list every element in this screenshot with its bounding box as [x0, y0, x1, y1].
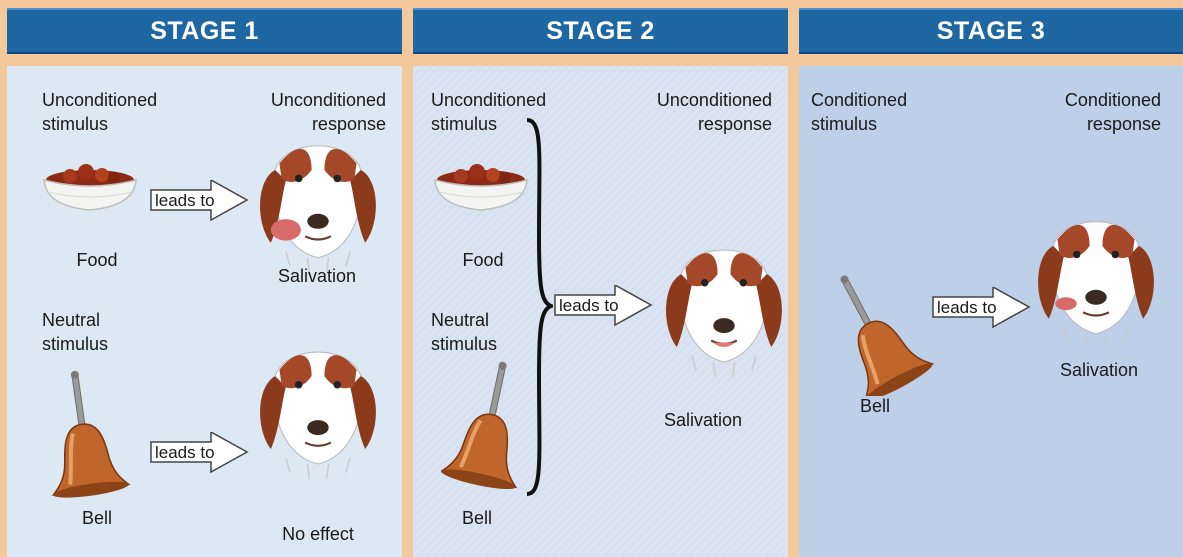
brace-icon [523, 116, 553, 500]
leads-to-arrow-icon: leads to [149, 432, 251, 476]
bell-icon [441, 350, 531, 490]
stage-2-neutral-stimulus-label: Neutral stimulus [431, 308, 497, 356]
leads-to-arrow-icon: leads to [931, 287, 1033, 331]
stage-1-arrow-top-label: leads to [155, 191, 215, 210]
stage-3-conditioned-stimulus-label: Conditioned stimulus [811, 88, 907, 136]
stage-2-bell-label: Bell [437, 506, 517, 530]
stage-3-bell-label: Bell [835, 394, 915, 418]
stage-2-food-label: Food [443, 248, 523, 272]
stage-2-unconditioned-response-label: Unconditioned response [657, 88, 772, 136]
stage-1-food-label: Food [57, 248, 137, 272]
stage-1-unconditioned-stimulus-label: Unconditioned stimulus [42, 88, 157, 136]
bell-icon [41, 360, 131, 500]
stage-3-panel: Conditioned stimulus Conditioned respons… [799, 66, 1183, 557]
dog-head-icon [243, 132, 393, 272]
stage-2-panel: Unconditioned stimulus Unconditioned res… [413, 66, 788, 557]
stage-1-neutral-stimulus-label: Neutral stimulus [42, 308, 108, 356]
stage-1-no-effect-label: No effect [263, 522, 373, 546]
stage-1-arrow-bottom-label: leads to [155, 443, 215, 462]
stage-3-salivation-label: Salivation [1039, 358, 1159, 382]
stage-3-header: STAGE 3 [799, 8, 1183, 54]
tongue-icon [1055, 297, 1076, 310]
stage-2-salivation-label: Salivation [643, 408, 763, 432]
tongue-icon [271, 219, 301, 240]
leads-to-arrow-icon: leads to [149, 180, 251, 224]
stage-1-unconditioned-response-label: Unconditioned response [271, 88, 386, 136]
leads-to-arrow-icon: leads to [553, 285, 655, 329]
stage-1-salivation-label: Salivation [257, 264, 377, 288]
stage-3-conditioned-response-label: Conditioned response [1065, 88, 1161, 136]
dog-head-icon [1021, 208, 1171, 348]
dog-head-icon [649, 232, 799, 402]
stage-1-title: STAGE 1 [150, 17, 259, 46]
stage-3-title: STAGE 3 [937, 17, 1046, 46]
stage-1-panel: Unconditioned stimulus Unconditioned res… [7, 66, 402, 557]
stage-2-title: STAGE 2 [546, 17, 655, 46]
bell-icon [827, 256, 937, 396]
stage-1-bell-label: Bell [57, 506, 137, 530]
stage-1-header: STAGE 1 [7, 8, 402, 54]
stage-2-header: STAGE 2 [413, 8, 788, 54]
stage-3-arrow-label: leads to [937, 298, 997, 317]
stage-2-arrow-label: leads to [559, 296, 619, 315]
dog-head-icon [243, 334, 393, 504]
food-bowl-icon [40, 162, 144, 216]
food-bowl-icon [431, 162, 535, 216]
